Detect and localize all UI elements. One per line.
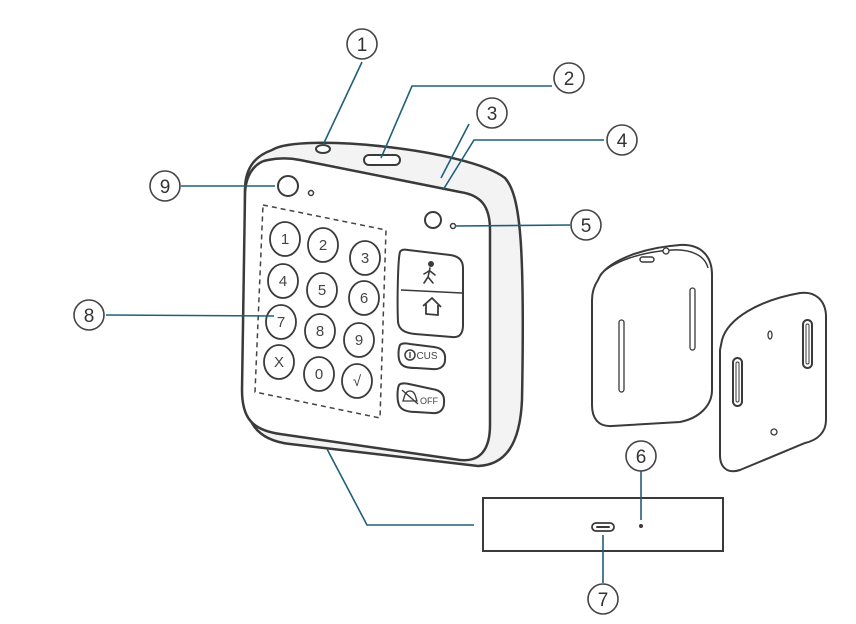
- callout-1: 1: [346, 28, 378, 60]
- home-icon: [422, 297, 442, 316]
- callout-4: 4: [606, 124, 638, 156]
- custom-key: CUS: [397, 342, 447, 371]
- device-side-view: [591, 243, 713, 428]
- digit-key: 3: [349, 240, 381, 276]
- custom-key-label: CUS: [416, 351, 437, 362]
- digit-keys: 1 2 3 4 5 6 7 8 9X 0 √: [263, 221, 381, 399]
- digit-key-label: √: [353, 373, 362, 390]
- digit-key: 6: [348, 280, 380, 316]
- callout-2: 2: [553, 62, 585, 94]
- shield-icon: [404, 349, 416, 361]
- arm-key: [396, 248, 464, 339]
- digit-key: √: [341, 363, 373, 399]
- callout-7: 7: [587, 583, 619, 615]
- digit-key: 4: [267, 263, 299, 299]
- off-key: OFF: [396, 382, 446, 415]
- callout-number: 8: [84, 306, 95, 327]
- left-sensor: [277, 175, 299, 197]
- callout-8: 8: [73, 299, 105, 331]
- digit-key: 9: [343, 322, 375, 358]
- top-hole: [315, 144, 331, 154]
- callout-number: 3: [487, 104, 498, 125]
- digit-key-label: 8: [316, 323, 324, 340]
- digit-key-label: 4: [279, 273, 287, 290]
- keypad-area: [254, 204, 387, 419]
- callout-number: 7: [598, 590, 609, 611]
- digit-key: 0: [303, 356, 335, 392]
- callout-number: 4: [617, 131, 628, 152]
- callout-number: 5: [581, 216, 592, 237]
- callout-5: 5: [570, 209, 602, 241]
- callouts: 1 2 3 4 5 6 7 8 9: [73, 28, 657, 615]
- digit-key-label: 2: [319, 237, 327, 254]
- walking-person-icon: [423, 260, 436, 284]
- left-led: [307, 189, 315, 197]
- callout-number: 9: [160, 177, 171, 198]
- digit-key-label: 1: [281, 231, 289, 248]
- digit-key: 1: [269, 221, 301, 257]
- digit-key-label: 0: [315, 366, 323, 383]
- digit-key-label: X: [274, 354, 284, 371]
- digit-key: 2: [307, 227, 339, 263]
- callout-number: 2: [564, 69, 575, 90]
- digit-key-label: 7: [277, 314, 285, 331]
- digit-key-label: 5: [318, 282, 326, 299]
- right-sensor: [424, 211, 442, 229]
- digit-key-label: 9: [355, 332, 363, 349]
- digit-key: 7: [265, 304, 297, 340]
- right-led: [449, 222, 457, 230]
- callout-number: 6: [636, 447, 647, 468]
- keypad-device: 1 2 3 4 5 6 7 8 9X 0 √ CUS: [240, 141, 525, 468]
- callout-9: 9: [149, 170, 181, 202]
- digit-key: 5: [306, 272, 338, 308]
- off-key-label: OFF: [420, 396, 438, 406]
- callout-6: 6: [625, 440, 657, 472]
- reset-hole: [639, 524, 643, 528]
- digit-key-label: 6: [360, 290, 368, 307]
- mounting-bracket: [719, 291, 827, 473]
- digit-key: X: [263, 344, 295, 380]
- digit-key: 8: [304, 313, 336, 349]
- leader-lines: [105, 61, 642, 583]
- bell-off-icon: [401, 389, 419, 405]
- callout-3: 3: [476, 97, 508, 129]
- callout-number: 1: [357, 35, 368, 56]
- digit-key-label: 3: [361, 250, 369, 267]
